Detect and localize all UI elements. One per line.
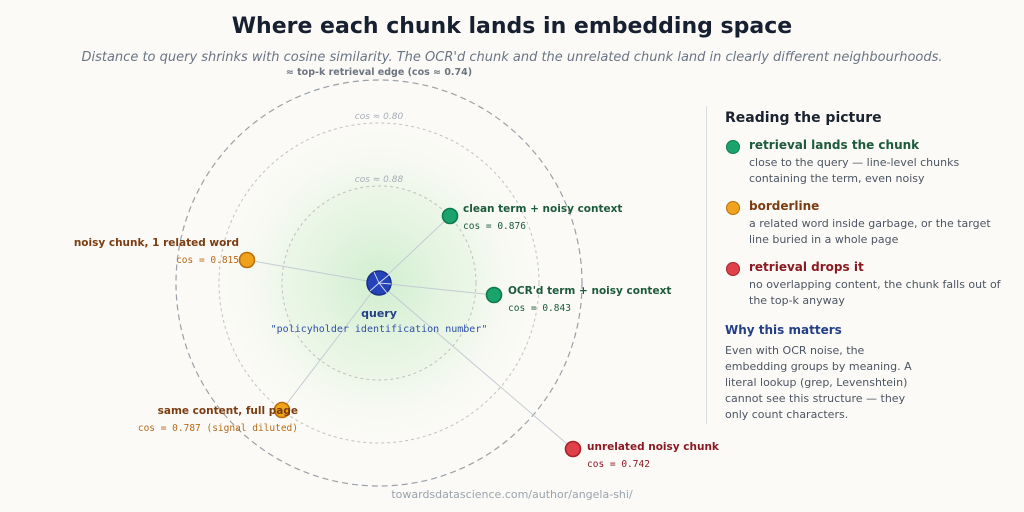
chunk-point: same content, full page cos = 0.787 (sign… — [138, 401, 298, 434]
query-text: "policyholder identification number" — [271, 324, 488, 335]
legend-desc-drops: no overlapping content, the chunk falls … — [749, 278, 1001, 307]
query-marker-spokes — [369, 271, 392, 294]
connector-ocr-term — [378, 282, 495, 296]
ring-label-088: cos ≈ 0.88 — [355, 175, 404, 185]
chunk-score: cos = 0.742 — [587, 459, 650, 470]
chunk-marker — [273, 401, 291, 419]
chunk-marker — [485, 286, 503, 304]
legend-desc-lands: close to the query — line-level chunks c… — [749, 156, 960, 185]
chunk-point: noisy chunk, 1 related word cos = 0.815 — [74, 237, 256, 269]
chunk-point: OCR'd term + noisy context cos = 0.843 — [485, 285, 671, 314]
ring-label-080: cos ≈ 0.80 — [355, 112, 404, 122]
legend-item-drops: retrieval drops it no overlapping conten… — [725, 260, 1006, 309]
legend-label-borderline: borderline — [749, 199, 820, 213]
ring-cos-080 — [218, 122, 540, 444]
ring-label-topk: ≈ top-k retrieval edge (cos ≈ 0.74) — [286, 67, 472, 78]
query-node: query "policyholder identification numbe… — [271, 270, 488, 335]
chunk-points: clean term + noisy context cos = 0.876OCR… — [74, 203, 720, 470]
why-body: Even with OCR noise, the embedding group… — [725, 344, 912, 421]
chunk-score: cos = 0.787 (signal diluted) — [138, 423, 298, 434]
footer-credit: towardsdatascience.com/author/angela-shi… — [391, 488, 633, 501]
chunk-label: noisy chunk, 1 related word — [74, 237, 239, 249]
chunk-marker — [238, 251, 256, 269]
legend-label-drops: retrieval drops it — [749, 260, 864, 274]
legend-label-lands: retrieval lands the chunk — [749, 138, 920, 152]
chunk-marker — [441, 207, 459, 225]
connector-clean-term — [378, 215, 451, 284]
legend-item-borderline: borderline a related word inside garbage… — [725, 199, 1006, 248]
ring-topk-edge — [175, 79, 583, 487]
chunk-label: OCR'd term + noisy context — [508, 285, 671, 297]
legend-dot-lands-icon — [726, 140, 740, 154]
ring-cos-088 — [281, 185, 477, 381]
chunk-label: unrelated noisy chunk — [587, 441, 720, 453]
chunk-point: unrelated noisy chunk cos = 0.742 — [564, 440, 720, 470]
chunk-label: clean term + noisy context — [463, 203, 622, 215]
connector-unrelated — [378, 282, 574, 450]
legend-dot-drops-icon — [726, 262, 740, 276]
chunk-label: same content, full page — [158, 405, 298, 417]
connector-lines — [246, 215, 574, 450]
connector-full-page — [281, 282, 380, 411]
chunk-marker — [564, 440, 582, 458]
legend-dot-borderline-icon — [726, 201, 740, 215]
page-subtitle: Distance to query shrinks with cosine si… — [81, 50, 943, 65]
chunk-score: cos = 0.843 — [508, 303, 571, 314]
page-title: Where each chunk lands in embedding spac… — [231, 14, 793, 39]
chunk-point: clean term + noisy context cos = 0.876 — [441, 203, 622, 232]
connector-noisy-chunk — [246, 259, 380, 284]
query-label: query — [361, 307, 397, 320]
chunk-score: cos = 0.815 — [176, 255, 239, 266]
why-heading: Why this matters — [725, 323, 842, 337]
legend-item-lands: retrieval lands the chunk close to the q… — [725, 138, 1006, 187]
legend-panel: Reading the picture retrieval lands the … — [706, 106, 1006, 424]
chunk-score: cos = 0.876 — [463, 221, 526, 232]
legend-desc-borderline: a related word inside garbage, or the ta… — [749, 217, 991, 246]
legend-heading: Reading the picture — [725, 110, 882, 126]
